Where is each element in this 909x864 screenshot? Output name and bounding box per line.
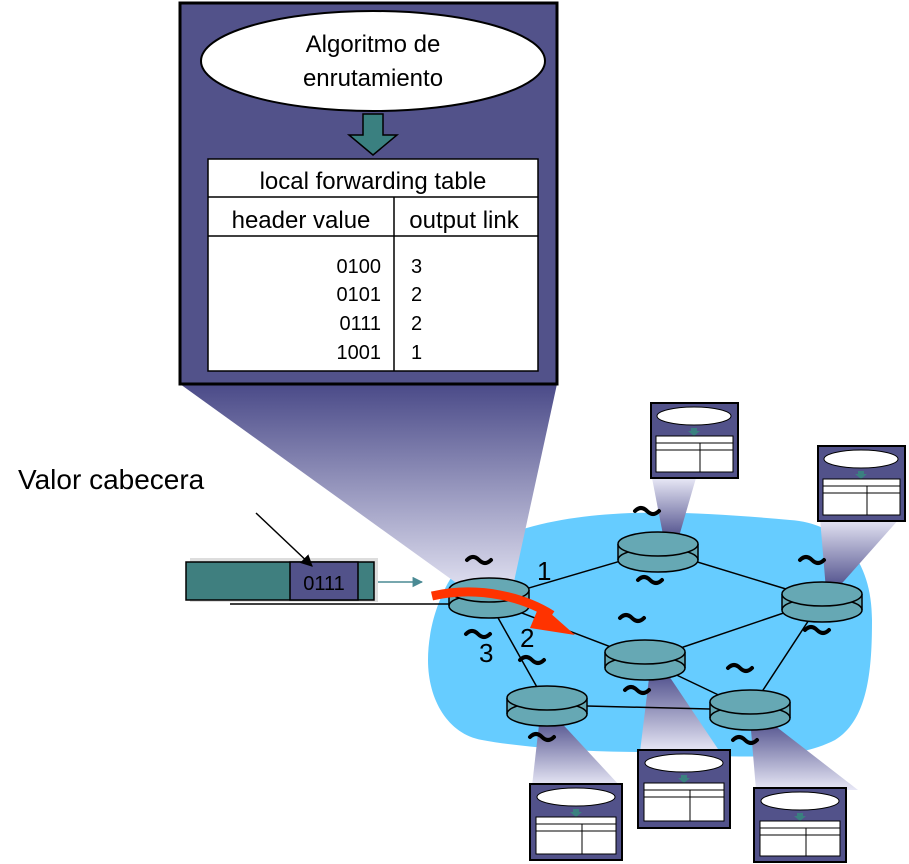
router — [781, 581, 863, 623]
link-number: 2 — [520, 623, 534, 653]
routing-algorithm-label: Algoritmo de — [306, 31, 441, 58]
router-zoom-beam — [750, 718, 858, 790]
table-cell-header-value: 0100 — [337, 256, 382, 278]
routing-algorithm-ellipse — [200, 10, 546, 112]
table-header-cell: header value — [232, 207, 371, 234]
header-value-label: Valor cabecera — [18, 464, 205, 495]
table-cell-output-link: 3 — [411, 256, 422, 278]
mini-router-box — [637, 749, 731, 829]
mini-router-box — [529, 783, 623, 861]
header-pointer-arrow — [255, 512, 313, 567]
router-zoom-beam — [640, 670, 720, 752]
packet-header — [289, 561, 359, 601]
table-header-cell: output link — [409, 207, 519, 234]
table-cell-output-link: 1 — [411, 342, 422, 364]
link-number: 1 — [537, 556, 551, 586]
router — [709, 689, 791, 731]
table-cell-header-value: 0101 — [337, 284, 382, 306]
link-tilde-marks — [464, 506, 831, 745]
router — [506, 685, 588, 727]
mini-router-box — [817, 445, 906, 522]
link-number: 3 — [479, 638, 493, 668]
table-cell-output-link: 2 — [411, 313, 422, 335]
table-cell-header-value: 1001 — [337, 342, 382, 364]
router-zoom-beam — [820, 518, 900, 590]
router-zoom-beam — [532, 716, 620, 786]
router-zoom-beam — [180, 384, 557, 600]
mini-router-box — [753, 787, 847, 863]
table-title: local forwarding table — [260, 168, 487, 195]
forwarding-path-arrowhead — [530, 604, 575, 635]
router-zoom-beam — [652, 478, 696, 540]
table-cell-output-link: 2 — [411, 284, 422, 306]
router — [617, 531, 699, 573]
down-arrow-icon — [346, 113, 400, 156]
router — [604, 639, 686, 681]
forwarding-table — [207, 158, 539, 372]
table-cell-header-value: 0111 — [339, 313, 381, 335]
mini-router-box — [650, 402, 739, 479]
routing-algorithm-label: enrutamiento — [303, 65, 443, 92]
packet-header-value: 0111 — [303, 573, 345, 595]
